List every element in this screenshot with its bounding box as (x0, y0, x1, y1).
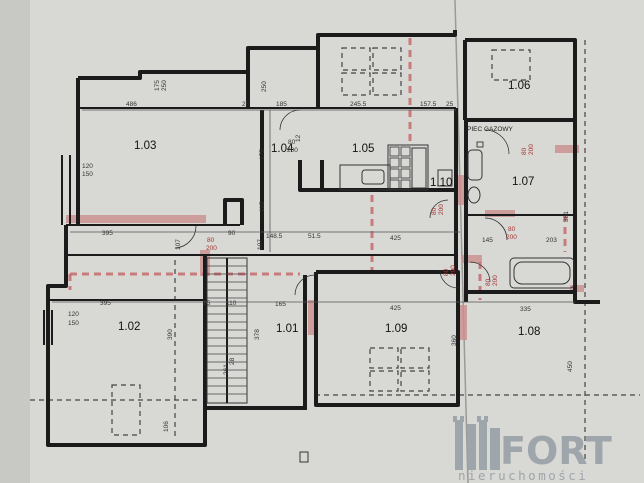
room-labels: 1.03 1.04 1.05 1.06 1.07 1.10 1.02 1.01 … (118, 80, 540, 338)
dimension-labels: 486 25 185 245.5 157.5 25 395 90 148.5 5… (68, 101, 557, 327)
kitchen-fixtures (339, 144, 429, 191)
dimension-lines (52, 109, 575, 303)
room-1-09-label: 1.09 (385, 323, 407, 335)
dimension-d425a: 425 (390, 235, 401, 242)
dimension-w: 80 (521, 147, 528, 155)
vertical-dimension-labels: 175 250 250 175 115 107 107 381 390 378 … (154, 80, 574, 432)
room-1-10-label: 1.10 (430, 177, 452, 189)
dimension-h: 200 (438, 204, 445, 215)
dimension-d2455: 245.5 (350, 101, 367, 108)
boiler-label: PIEC GAZOWY (467, 126, 514, 133)
door-swings (174, 109, 510, 296)
bathroom-fixtures (437, 149, 575, 289)
dimension-w: 80 (431, 207, 438, 215)
dimension-d450: 450 (567, 361, 574, 372)
dimension-h: 200 (450, 265, 457, 276)
logo-tagline: nieruchomości (458, 468, 588, 483)
dimension-d107b: 107 (257, 239, 264, 250)
dimension-d1575: 157.5 (420, 101, 437, 108)
dimension-d150b: 150 (68, 320, 79, 327)
socket-symbol (299, 451, 309, 463)
dimension-d25c: 25 (203, 300, 211, 307)
dimension-d25b: 25 (446, 101, 454, 108)
dimension-d335: 335 (520, 306, 531, 313)
dimension-d28: 28 (229, 357, 236, 365)
interior-walls (43, 35, 575, 410)
room-1-02-label: 1.02 (118, 321, 140, 333)
dimension-d360: 360 (451, 335, 458, 346)
dimension-d1485: 148.5 (266, 233, 283, 240)
dimension-h: 200 (206, 245, 217, 252)
dimension-d378: 378 (254, 329, 261, 340)
room-1-03-label: 1.03 (134, 140, 156, 152)
dimension-d25a: 25 (242, 101, 250, 108)
dimension-d145: 145 (482, 237, 493, 244)
skylights (111, 47, 531, 436)
staircase (206, 257, 248, 404)
room-1-04-label: 1.04 (271, 143, 294, 155)
dimension-d150a: 150 (82, 171, 93, 178)
room-1-01-label: 1.01 (276, 323, 298, 335)
room-1-05-label: 1.05 (352, 143, 374, 155)
dimension-d250: 250 (161, 80, 168, 91)
dimension-d395b: 395 (100, 300, 111, 307)
dimension-d425b: 425 (390, 305, 401, 312)
dimension-d203: 203 (546, 237, 557, 244)
dimension-w: 80 (485, 278, 492, 286)
dimension-d175a: 175 (154, 80, 161, 91)
dashed-lines (30, 40, 640, 460)
page-shadow (0, 0, 30, 483)
boiler-icon (476, 141, 484, 148)
page-fold (454, 0, 469, 483)
dimension-d515: 51.5 (308, 233, 321, 240)
dimension-d115: 115 (259, 201, 266, 212)
dimension-d250b: 250 (261, 81, 268, 92)
dimension-h: 200 (287, 147, 298, 154)
dimension-h: 200 (528, 144, 535, 155)
castle-icon (453, 416, 500, 470)
dimension-d390: 390 (167, 329, 174, 340)
logo-brand: FORT (500, 429, 612, 473)
dimension-d120a: 120 (82, 163, 93, 170)
dimension-h: 200 (506, 234, 517, 241)
dimension-d120b: 120 (68, 311, 79, 318)
dimension-d381: 381 (563, 211, 570, 222)
dimension-d185: 185 (276, 101, 287, 108)
fort-logo: FORT nieruchomości (453, 416, 612, 483)
red-dashed-lines (68, 38, 567, 300)
dimension-w: 80 (508, 226, 516, 233)
dimension-w: 80 (443, 268, 450, 276)
dimension-d107a: 107 (175, 239, 182, 250)
room-1-08-label: 1.08 (518, 326, 540, 338)
door-tags: 80 200 80 200 80 200 80 200 80 200 80 20… (206, 139, 535, 286)
dimension-d110: 110 (226, 300, 237, 307)
dimension-d261: 261 (223, 364, 230, 375)
dimension-d106: 106 (163, 421, 170, 432)
dimension-d165: 165 (275, 301, 286, 308)
dimension-d395a: 395 (102, 230, 113, 237)
room-1-07-label: 1.07 (512, 176, 534, 188)
dimension-d175b: 175 (259, 149, 266, 160)
dimension-d486: 486 (126, 101, 137, 108)
dimension-d90: 90 (228, 230, 236, 237)
dimension-w: 80 (288, 139, 296, 146)
dimension-h: 200 (492, 275, 499, 286)
dimension-w: 80 (207, 237, 215, 244)
room-1-06-label: 1.06 (508, 80, 530, 92)
dimension-d12: 12 (295, 134, 302, 142)
